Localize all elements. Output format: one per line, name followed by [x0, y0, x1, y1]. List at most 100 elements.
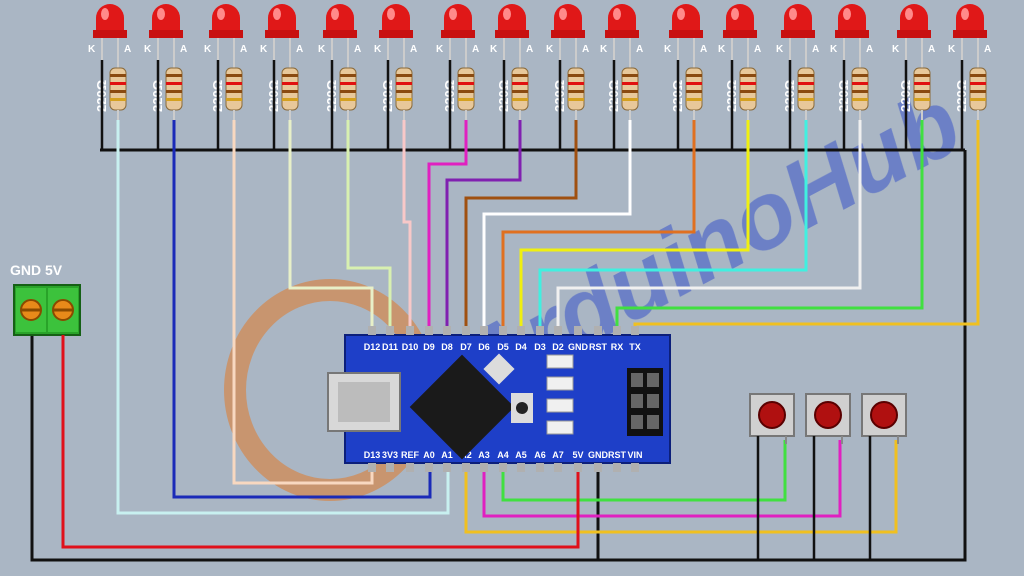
led-10: KA220Ω [600, 4, 643, 150]
led-base [265, 30, 299, 38]
smd-led [546, 354, 574, 369]
led-1: KA220Ω [88, 4, 131, 150]
led-k-label: K [718, 44, 726, 55]
led-a-label: A [526, 44, 533, 55]
led-15: KA220Ω [892, 4, 935, 150]
pin-label: GND [588, 450, 609, 460]
signal-wire-13 [538, 120, 808, 326]
pin-a7 [554, 463, 562, 472]
pin-label: RST [608, 450, 627, 460]
led-highlight [843, 8, 851, 20]
led-a-label: A [124, 44, 131, 55]
pin-label: D10 [402, 342, 419, 352]
pin-d7 [462, 326, 470, 335]
push-buttons [749, 393, 907, 560]
pin-a3 [480, 463, 488, 472]
pin-a2 [462, 463, 470, 472]
pin-label: A4 [497, 450, 509, 460]
signal-wire-4 [288, 120, 374, 326]
led-4: KA220Ω [260, 4, 303, 150]
led-a-label: A [866, 44, 873, 55]
led-11: KA220Ω [664, 4, 707, 150]
led-highlight [503, 8, 511, 20]
led-k-label: K [374, 44, 382, 55]
led-base [323, 30, 357, 38]
led-k-label: K [830, 44, 838, 55]
led-a-label: A [410, 44, 417, 55]
pin-label: D11 [382, 342, 398, 352]
pin-d12 [368, 326, 376, 335]
pin-label: D2 [552, 342, 564, 352]
led-highlight [961, 8, 969, 20]
led-k-label: K [144, 44, 152, 55]
led-8: KA220Ω [490, 4, 533, 150]
icsp-pin [631, 415, 643, 429]
led-2: KA220Ω [144, 4, 187, 150]
led-k-label: K [260, 44, 268, 55]
pin-label: 3V3 [382, 450, 398, 460]
led-base [495, 30, 529, 38]
pin-a1 [443, 463, 451, 472]
pin-label: D9 [423, 342, 435, 352]
signal-wire-15 [615, 120, 924, 326]
pin-a4 [499, 463, 507, 472]
led-a-label: A [354, 44, 361, 55]
pin-label: A7 [552, 450, 564, 460]
pin-label: A6 [534, 450, 546, 460]
pin-tx [631, 326, 639, 335]
led-base [149, 30, 183, 38]
pin-d6 [480, 326, 488, 335]
led-a-label: A [812, 44, 819, 55]
led-k-label: K [88, 44, 96, 55]
pin-label: RX [611, 342, 624, 352]
led-k-label: K [664, 44, 672, 55]
signal-wire-8 [445, 120, 522, 326]
pin-label: A5 [515, 450, 527, 460]
signal-wire-7 [427, 120, 468, 326]
led-a-label: A [636, 44, 643, 55]
pin-3v3 [386, 463, 394, 472]
led-a-label: A [754, 44, 761, 55]
led-base [953, 30, 987, 38]
pin-label: REF [401, 450, 420, 460]
smd-led [546, 376, 574, 391]
led-a-label: A [180, 44, 187, 55]
pin-a6 [536, 463, 544, 472]
signal-wire-1 [116, 120, 450, 515]
signal-wire-12 [519, 120, 750, 326]
signal-wire-9 [464, 120, 578, 326]
led-highlight [449, 8, 457, 20]
led-highlight [101, 8, 109, 20]
led-12: KA220Ω [718, 4, 761, 150]
pin-rst [594, 326, 602, 335]
pin-label: A0 [423, 450, 435, 460]
led-a-label: A [296, 44, 303, 55]
button-cap [758, 401, 786, 429]
button-wire-1 [501, 440, 787, 502]
pin-d9 [425, 326, 433, 335]
led-9: KA220Ω [546, 4, 589, 150]
pin-d5 [499, 326, 507, 335]
led-highlight [731, 8, 739, 20]
led-k-label: K [204, 44, 212, 55]
icsp-pin [647, 394, 659, 408]
led-k-label: K [948, 44, 956, 55]
pin-label: VIN [627, 450, 642, 460]
pin-label: 5V [572, 450, 583, 460]
pin-label: RST [589, 342, 608, 352]
led-a-label: A [240, 44, 247, 55]
led-k-label: K [318, 44, 326, 55]
led-highlight [613, 8, 621, 20]
led-k-label: K [600, 44, 608, 55]
button-cap [870, 401, 898, 429]
led-k-label: K [546, 44, 554, 55]
led-base [605, 30, 639, 38]
wire-5v [61, 335, 580, 549]
pin-label: D8 [441, 342, 453, 352]
button-wire-2 [482, 440, 842, 518]
pin-5v [574, 463, 582, 472]
led-k-label: K [892, 44, 900, 55]
pin-d10 [406, 326, 414, 335]
